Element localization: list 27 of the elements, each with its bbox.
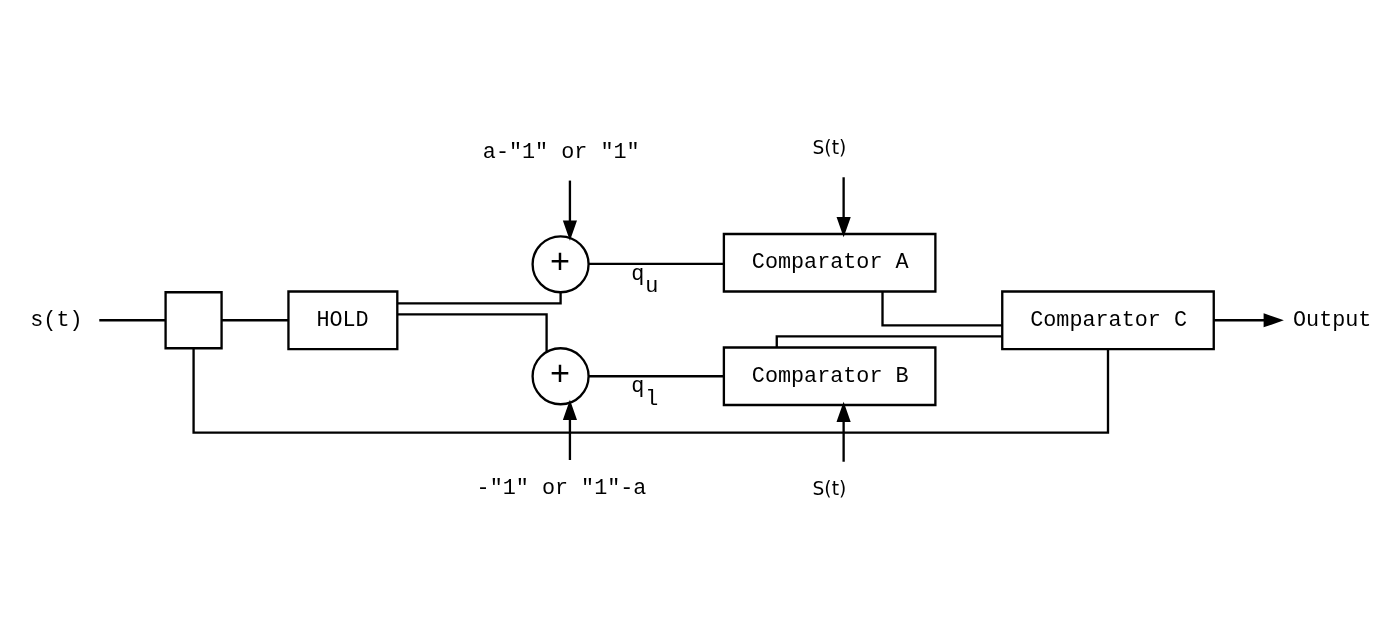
node-text: Output <box>1293 308 1372 334</box>
connector <box>99 319 166 322</box>
node-circle: + <box>531 235 590 294</box>
node-text: a-"1" or "1" <box>482 140 640 166</box>
node-text: S(t) <box>812 137 847 159</box>
node-text: S(t) <box>812 477 847 499</box>
arrow <box>562 399 577 460</box>
node-circle: + <box>531 347 590 406</box>
node-box: Comparator B <box>722 346 937 407</box>
connector <box>881 291 1002 327</box>
arrow <box>836 401 851 462</box>
connector <box>588 262 724 266</box>
arrow <box>836 177 851 238</box>
arrow <box>1214 313 1284 328</box>
node-box <box>164 291 223 350</box>
node-box: Comparator A <box>722 232 937 293</box>
connector <box>397 313 548 352</box>
node-box: Comparator C <box>1001 290 1215 351</box>
connector <box>397 292 562 305</box>
node-text: -"1" or "1"-a <box>476 475 647 501</box>
node-text: s(t) <box>30 308 83 334</box>
connector <box>221 319 289 322</box>
arrow <box>562 180 577 241</box>
node-box: HOLD <box>287 290 399 351</box>
connector <box>775 335 1002 348</box>
connector <box>588 375 724 378</box>
connector <box>192 348 1110 434</box>
